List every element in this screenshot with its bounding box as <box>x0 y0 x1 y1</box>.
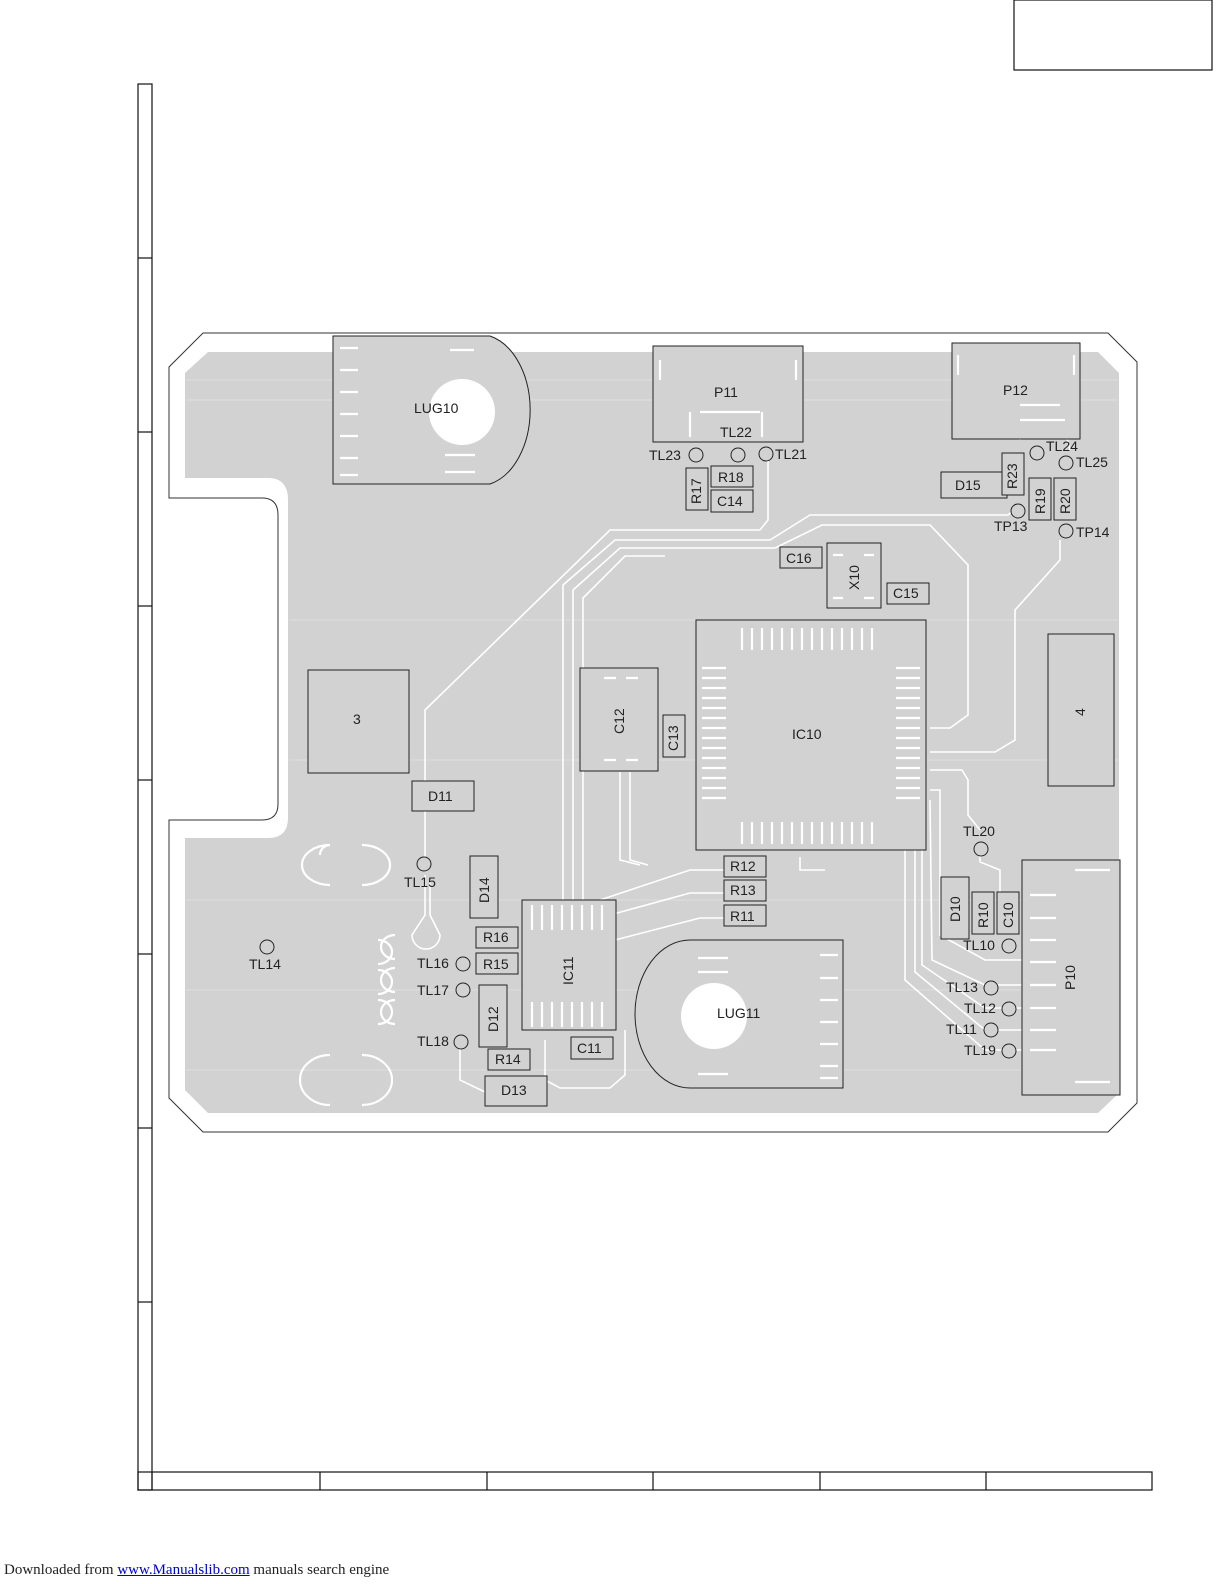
r17-resistor: R17 <box>686 468 708 510</box>
tl25-label: TL25 <box>1076 454 1108 470</box>
tl13-label: TL13 <box>946 979 978 995</box>
lug11-label: LUG11 <box>717 1005 761 1021</box>
block-4: 4 <box>1048 634 1114 786</box>
tl21-label: TL21 <box>775 446 807 462</box>
footer-prefix: Downloaded from <box>4 1562 117 1578</box>
tl10-label: TL10 <box>963 937 995 953</box>
r11-resistor: R11 <box>724 905 766 926</box>
tl18-label: TL18 <box>417 1033 449 1049</box>
r13-resistor: R13 <box>724 880 766 901</box>
tl11-label: TL11 <box>946 1021 977 1037</box>
r14-resistor: R14 <box>488 1049 530 1070</box>
r12-label: R12 <box>730 858 756 874</box>
c12-capacitor: C12 <box>580 668 658 771</box>
p10-label: P10 <box>1062 965 1078 990</box>
d10-diode: D10 <box>941 877 969 939</box>
c10-label: C10 <box>1000 902 1016 928</box>
tl23-label: TL23 <box>649 447 681 463</box>
p10-connector: P10 <box>1022 860 1120 1095</box>
d10-label: D10 <box>947 896 963 922</box>
footer-credit: Downloaded from www.Manualslib.com manua… <box>4 1562 389 1579</box>
r15-resistor: R15 <box>476 953 518 974</box>
tl16-label: TL16 <box>417 955 449 971</box>
c15-capacitor: C15 <box>887 583 929 604</box>
c11-capacitor: C11 <box>571 1037 613 1059</box>
d11-diode: D11 <box>412 781 474 811</box>
tp14-label: TP14 <box>1076 524 1110 540</box>
ic10-label: IC10 <box>792 726 822 742</box>
d14-diode: D14 <box>470 856 498 918</box>
lug10-label: LUG10 <box>414 400 459 416</box>
tl12-label: TL12 <box>964 1000 996 1016</box>
r15-label: R15 <box>483 956 509 972</box>
c13-capacitor: C13 <box>663 715 685 757</box>
r10-resistor: R10 <box>972 892 994 934</box>
d12-label: D12 <box>485 1006 501 1032</box>
lug11-component: LUG11 <box>635 940 843 1088</box>
r13-label: R13 <box>730 882 756 898</box>
r17-label: R17 <box>688 478 704 504</box>
r14-label: R14 <box>495 1051 521 1067</box>
r16-label: R16 <box>483 929 509 945</box>
c12-label: C12 <box>611 708 627 734</box>
r18-label: R18 <box>718 469 744 485</box>
tl15-label: TL15 <box>404 874 436 890</box>
c13-label: C13 <box>665 725 681 751</box>
tp13-label: TP13 <box>994 518 1028 534</box>
c14-label: C14 <box>717 493 743 509</box>
d12-diode: D12 <box>479 985 507 1047</box>
r11-label: R11 <box>730 908 755 924</box>
p12-label: P12 <box>1003 382 1028 398</box>
x10-crystal: X10 <box>827 543 881 608</box>
r19-resistor: R19 <box>1029 478 1051 520</box>
d15-diode: D15 <box>941 472 1007 498</box>
tl22-label: TL22 <box>720 424 752 440</box>
tl17-label: TL17 <box>417 982 449 998</box>
c15-label: C15 <box>893 585 919 601</box>
r23-resistor: R23 <box>1002 453 1024 495</box>
r12-resistor: R12 <box>724 856 766 877</box>
p12-connector: P12 <box>952 343 1080 439</box>
x10-label: X10 <box>846 565 862 590</box>
r19-label: R19 <box>1032 488 1048 514</box>
d13-label: D13 <box>501 1082 527 1098</box>
r18-resistor: R18 <box>711 466 753 487</box>
tl19-label: TL19 <box>964 1042 996 1058</box>
r16-resistor: R16 <box>476 927 518 948</box>
block-3: 3 <box>308 670 409 773</box>
c16-capacitor: C16 <box>780 547 822 568</box>
r23-label: R23 <box>1004 463 1020 489</box>
ic11-chip: IC11 <box>522 900 616 1030</box>
d11-label: D11 <box>428 788 453 804</box>
c10-capacitor: C10 <box>997 892 1019 934</box>
d15-label: D15 <box>955 477 981 493</box>
block-3-label: 3 <box>353 711 361 727</box>
r10-label: R10 <box>975 902 991 928</box>
tl24-label: TL24 <box>1046 438 1078 454</box>
manualslib-link[interactable]: www.Manualslib.com <box>117 1562 249 1578</box>
footer-suffix: manuals search engine <box>250 1562 390 1578</box>
c14-capacitor: C14 <box>711 490 753 512</box>
p11-label: P11 <box>714 384 738 400</box>
c16-label: C16 <box>786 550 812 566</box>
ic10-chip: IC10 <box>696 620 926 850</box>
d14-label: D14 <box>476 877 492 903</box>
r20-resistor: R20 <box>1054 478 1076 520</box>
lug10-component: LUG10 <box>333 336 530 484</box>
tl20-label: TL20 <box>963 823 995 839</box>
d13-diode: D13 <box>485 1076 547 1106</box>
tl14-label: TL14 <box>249 956 281 972</box>
c11-label: C11 <box>577 1040 602 1056</box>
block-4-label: 4 <box>1072 708 1088 716</box>
ic11-label: IC11 <box>560 956 576 985</box>
r20-label: R20 <box>1057 488 1073 514</box>
